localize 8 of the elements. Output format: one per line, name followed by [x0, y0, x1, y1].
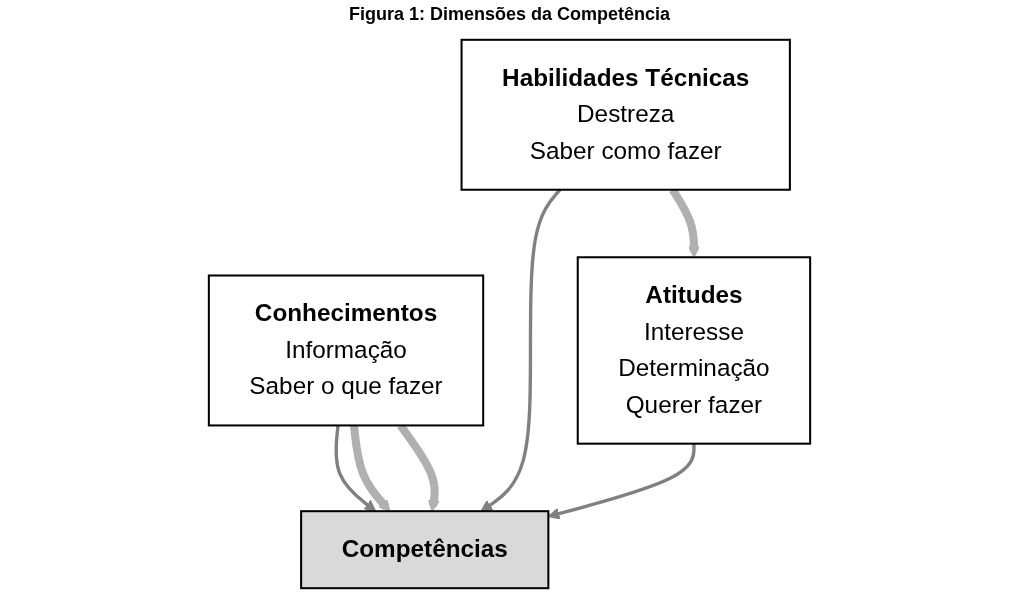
arrow: [349, 425, 391, 512]
node-box: Conhecimentos Informação Saber o que fazer: [207, 274, 485, 427]
arrow: [547, 443, 696, 520]
node-box: Atitudes Interesse Determinação Querer fazer: [576, 256, 812, 445]
node-box: Competências: [300, 510, 550, 590]
arrow: [334, 425, 377, 512]
figure-title: Figura 1: Dimensões da Competência: [347, 4, 672, 25]
node-box: Habilidades Técnicas Destreza Saber como fazer: [460, 38, 791, 191]
